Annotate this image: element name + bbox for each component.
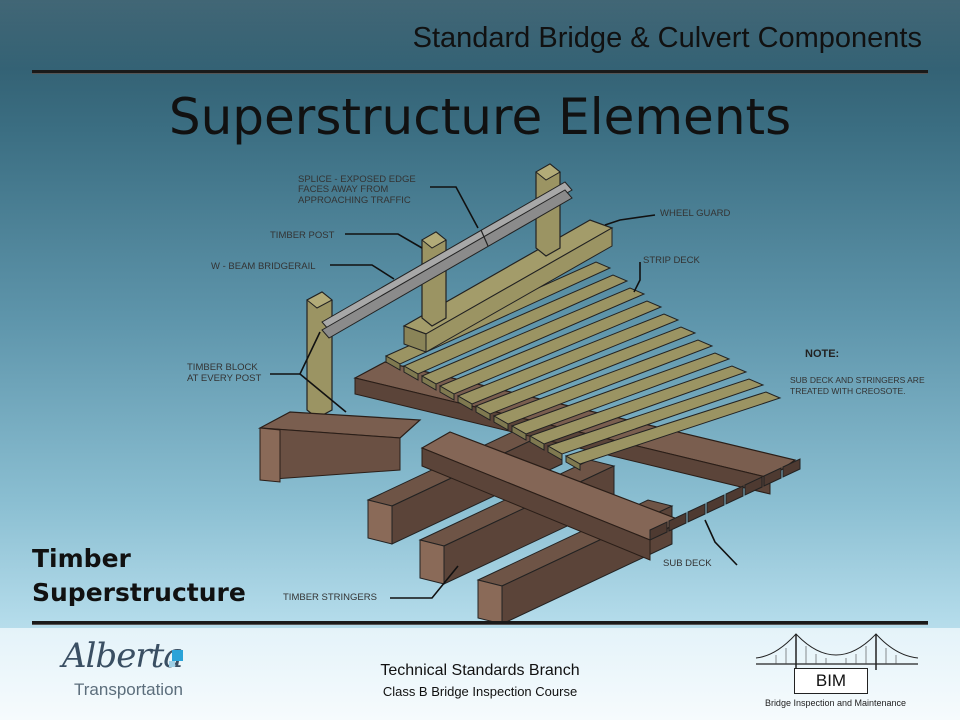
- sub-deck-plank-end: [706, 494, 725, 514]
- bim-caption: Bridge Inspection and Maintenance: [764, 698, 907, 708]
- sub-deck-plank-end: [649, 521, 668, 541]
- strip-deck: [384, 261, 782, 471]
- footer-rule: [32, 621, 928, 625]
- w-beam-bridgerail: [321, 181, 573, 339]
- header-band: [0, 0, 960, 70]
- w-beam-label: W - BEAM BRIDGERAIL: [211, 261, 316, 272]
- timber-block-label-line1: TIMBER BLOCK: [187, 362, 258, 373]
- wheel-guard-label: WHEEL GUARD: [660, 208, 731, 219]
- strip-deck-plank-end: [529, 435, 545, 451]
- timber-post-label: TIMBER POST: [270, 230, 335, 241]
- sub-deck-plank-end: [744, 476, 763, 496]
- alberta-logo-mark-icon: [172, 650, 183, 661]
- stringer-end: [477, 579, 503, 625]
- page-title: Superstructure Elements: [168, 88, 792, 146]
- note-heading: NOTE:: [805, 348, 839, 360]
- end-beam: [257, 411, 422, 483]
- strip-deck-plank-end: [421, 375, 437, 391]
- strip-deck-plank-end: [385, 355, 401, 371]
- alberta-logo-mark-small-icon: [169, 661, 175, 667]
- sub-deck-plank-end: [725, 485, 744, 505]
- strip-deck-plank-end: [511, 425, 527, 441]
- strip-deck-label: STRIP DECK: [643, 255, 701, 266]
- sub-deck-plank-end: [782, 458, 801, 478]
- splice-label-line1: SPLICE - EXPOSED EDGE: [298, 174, 416, 185]
- splice-label-line3: APPROACHING TRAFFIC: [298, 195, 411, 206]
- sub-deck-plank-end: [763, 467, 782, 487]
- strip-deck-plank-end: [457, 395, 473, 411]
- sub-deck-plank-end: [687, 503, 706, 523]
- strip-deck-plank-end: [403, 365, 419, 381]
- bim-logo: BIM: [794, 668, 868, 694]
- timber-stringers-label: TIMBER STRINGERS: [283, 592, 377, 603]
- section-label-line2: Superstructure: [32, 577, 246, 607]
- transportation-label: Transportation: [74, 680, 183, 699]
- strip-deck-plank-end: [475, 405, 491, 421]
- stringer-end: [367, 499, 393, 545]
- leader-lines: [270, 186, 738, 599]
- sub-deck-label: SUB DECK: [663, 558, 712, 569]
- section-label: Timber Superstructure: [32, 542, 246, 610]
- strip-deck-plank-end: [439, 385, 455, 401]
- stringer-end: [419, 539, 445, 585]
- sub-deck-plank-end: [668, 512, 687, 532]
- bridge-logo-icon: [755, 633, 919, 670]
- strip-deck-plank-end: [493, 415, 509, 431]
- strip-deck-plank-end: [547, 445, 563, 461]
- alberta-logo: Alberta: [62, 636, 183, 676]
- footer-branch: Technical Standards Branch: [380, 662, 580, 679]
- section-label-line1: Timber: [32, 544, 131, 573]
- footer-course: Class B Bridge Inspection Course: [382, 684, 578, 699]
- timber-block-label-line2: AT EVERY POST: [187, 373, 261, 384]
- course-title: Standard Bridge & Culvert Components: [412, 22, 922, 54]
- note-line2: TREATED WITH CREOSOTE.: [790, 386, 906, 396]
- note-line1: SUB DECK AND STRINGERS ARE: [790, 375, 925, 385]
- header-rule: [32, 70, 928, 74]
- strip-deck-plank-end: [565, 455, 581, 471]
- splice-label-line2: FACES AWAY FROM: [298, 184, 388, 195]
